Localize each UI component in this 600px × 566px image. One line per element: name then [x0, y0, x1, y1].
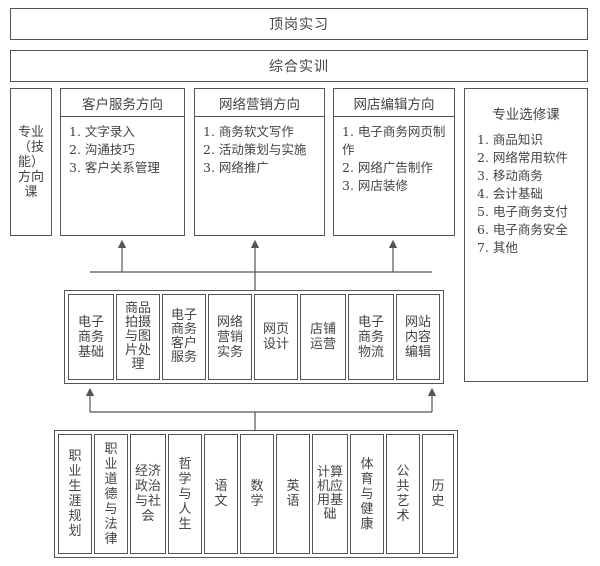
direction-title: 网店编辑方向	[334, 89, 454, 117]
direction-title: 客户服务方向	[61, 89, 184, 117]
base-course: 计算机应用基础	[312, 434, 348, 554]
direction-box-network-marketing: 网络营销方向 1. 商务软文写作 2. 活动策划与实施 3. 网络推广	[194, 88, 325, 236]
base-course: 体育与健康	[350, 434, 384, 554]
elective-list: 1. 商品知识 2. 网络常用软件 3. 移动商务 4. 会计基础 5. 电子商…	[477, 131, 583, 257]
elective-title: 专业选修课	[492, 107, 560, 123]
base-course-label: 职业生涯规划	[68, 449, 82, 539]
base-course-label: 历史	[431, 479, 445, 509]
base-course-label: 职业道德与法律	[104, 441, 118, 547]
direction-box-customer-service: 客户服务方向 1. 文字录入 2. 沟通技巧 3. 客户关系管理	[60, 88, 185, 236]
core-course-label: 网页设计	[262, 322, 289, 352]
core-course: 电子商务物流	[348, 294, 394, 380]
elective-item: 4. 会计基础	[477, 186, 543, 201]
base-course-label: 计算机应用基础	[317, 465, 344, 522]
core-course-label: 店铺运营	[309, 322, 336, 352]
direction-item: 1. 商务软文写作	[203, 124, 294, 139]
top-banner-label: 顶岗实习	[269, 17, 329, 33]
base-course-label: 公共艺术	[396, 464, 410, 524]
core-course: 电子商务基础	[68, 294, 114, 380]
direction-item: 2. 活动策划与实施	[203, 142, 307, 157]
top-banner: 顶岗实习	[10, 8, 588, 40]
direction-item: 3. 客户关系管理	[69, 160, 160, 175]
second-banner: 综合实训	[10, 50, 588, 82]
elective-item: 1. 商品知识	[477, 132, 543, 147]
base-course-label: 哲学与人生	[178, 456, 192, 532]
core-course-label: 电子商务客户服务	[170, 308, 197, 365]
direction-item: 3. 网络推广	[203, 160, 269, 175]
base-course: 公共艺术	[386, 434, 420, 554]
base-course-label: 英语	[286, 479, 300, 509]
base-course-label: 体育与健康	[360, 456, 374, 532]
direction-course-label-text: 专业（技能）方向课	[18, 124, 45, 200]
direction-box-shop-editing: 网店编辑方向 1. 电子商务网页制作 2. 网络广告制作 3. 网店装修	[333, 88, 455, 236]
core-course: 店铺运营	[300, 294, 346, 380]
direction-item: 2. 沟通技巧	[69, 142, 135, 157]
core-course: 网络营销实务	[208, 294, 252, 380]
direction-item: 1. 文字录入	[69, 124, 135, 139]
direction-item: 2. 网络广告制作	[342, 160, 433, 175]
elective-item: 3. 移动商务	[477, 168, 543, 183]
direction-title: 网络营销方向	[195, 89, 324, 117]
direction-item: 1. 电子商务网页制作	[342, 124, 446, 157]
elective-item: 5. 电子商务支付	[477, 204, 568, 219]
second-banner-label: 综合实训	[269, 59, 329, 75]
core-course-label: 网络营销实务	[216, 314, 243, 360]
elective-item: 6. 电子商务安全	[477, 222, 568, 237]
core-course: 电子商务客户服务	[162, 294, 206, 380]
core-course-label: 电子商务基础	[77, 314, 104, 360]
direction-items: 1. 商务软文写作 2. 活动策划与实施 3. 网络推广	[203, 123, 320, 177]
elective-courses-box: 专业选修课 1. 商品知识 2. 网络常用软件 3. 移动商务 4. 会计基础 …	[464, 88, 588, 382]
base-course: 历史	[422, 434, 454, 554]
base-course-label: 经济政治与社会	[135, 464, 162, 524]
core-course-label: 电子商务物流	[357, 314, 384, 360]
core-course: 网页设计	[254, 294, 298, 380]
base-course: 职业道德与法律	[94, 434, 128, 554]
core-course: 网站内容编辑	[396, 294, 440, 380]
elective-item: 7. 其他	[477, 240, 518, 255]
base-course: 哲学与人生	[168, 434, 202, 554]
base-course-label: 语文	[214, 479, 228, 509]
base-course: 英语	[276, 434, 310, 554]
elective-item: 2. 网络常用软件	[477, 150, 568, 165]
direction-item: 3. 网店装修	[342, 178, 408, 193]
core-course-label: 网站内容编辑	[404, 314, 431, 360]
direction-items: 1. 电子商务网页制作 2. 网络广告制作 3. 网店装修	[342, 123, 450, 195]
direction-items: 1. 文字录入 2. 沟通技巧 3. 客户关系管理	[69, 123, 180, 177]
base-course: 语文	[204, 434, 238, 554]
core-course-label: 商品拍摄与图片处理	[124, 301, 151, 372]
core-course: 商品拍摄与图片处理	[116, 294, 160, 380]
base-course: 职业生涯规划	[58, 434, 92, 554]
direction-course-label: 专业（技能）方向课	[10, 88, 52, 236]
base-course-label: 数学	[250, 479, 264, 509]
base-course: 数学	[240, 434, 274, 554]
base-course: 经济政治与社会	[130, 434, 166, 554]
